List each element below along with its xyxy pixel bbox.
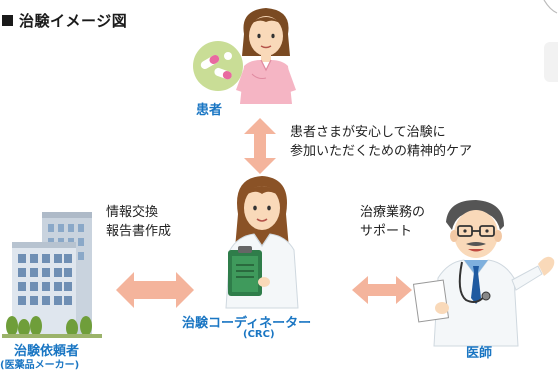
arrow-sponsor-crc xyxy=(116,272,194,308)
arrow-doctor-crc xyxy=(352,276,412,304)
relation-sponsor-crc: 情報交換 報告書作成 xyxy=(106,204,171,242)
relation-doctor-crc-line2: サポート xyxy=(360,223,413,239)
relation-sponsor-crc-line1: 情報交換 xyxy=(106,205,159,220)
pill-circle-icon xyxy=(193,41,243,91)
crc-illustration xyxy=(225,176,299,309)
crc-sublabel: (CRC) xyxy=(243,329,275,340)
diagram-title: 治験イメージ図 xyxy=(2,10,127,31)
title-bullet-square xyxy=(2,15,13,26)
arrow-patient-crc xyxy=(244,118,276,174)
corner-curve-decoration xyxy=(543,0,558,14)
crc-label: 治験コーディネーター xyxy=(182,316,312,331)
relation-doctor-crc: 治療業務の サポート xyxy=(360,204,425,242)
doctor-illustration xyxy=(412,200,555,347)
patient-label: 患者 xyxy=(196,103,223,118)
relation-patient-crc: 患者さまが安心して治験に 参加いただくための精神的ケア xyxy=(290,124,472,162)
relation-patient-crc-line1: 患者さまが安心して治験に xyxy=(290,125,446,140)
sponsor-sublabel: (医薬品メーカー) xyxy=(0,360,80,371)
doctor-label: 医師 xyxy=(466,346,493,361)
relation-sponsor-crc-line2: 報告書作成 xyxy=(106,223,172,239)
page-title: 治験イメージ図 xyxy=(19,12,128,30)
edge-fragment xyxy=(544,42,558,82)
building-illustration xyxy=(2,212,102,338)
relation-doctor-crc-line1: 治療業務の xyxy=(360,205,426,220)
sponsor-label: 治験依頼者 xyxy=(14,344,80,359)
patient-illustration xyxy=(236,8,296,104)
relation-patient-crc-line2: 参加いただくための精神的ケア xyxy=(290,143,473,159)
